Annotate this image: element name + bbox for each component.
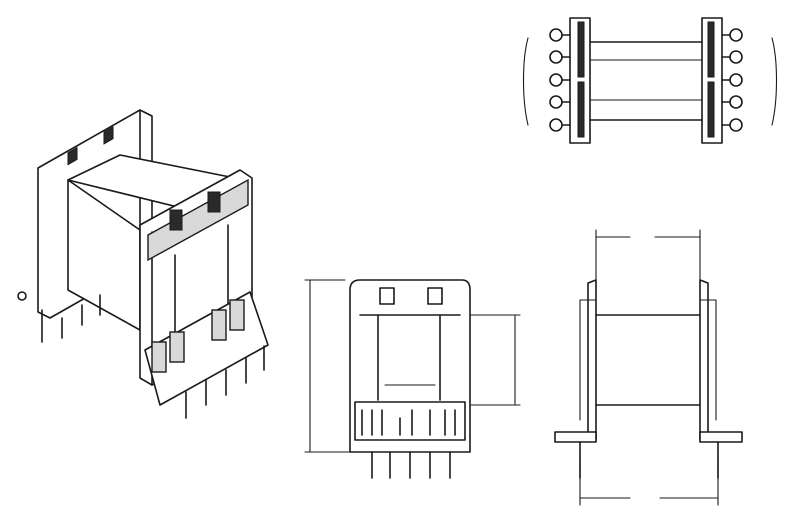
top-view-brackets [522, 37, 778, 126]
front-view-slot-right [427, 287, 443, 305]
side-view-right-flange [699, 279, 709, 441]
top-view [522, 17, 778, 144]
side-view-left-flange [587, 279, 597, 441]
front-view-pin-blocks [361, 409, 456, 436]
back-flange-slot-right [103, 125, 114, 145]
front-view-window-dimension [469, 314, 521, 406]
side-view-right-base [699, 431, 743, 443]
back-flange-slot-left [67, 146, 78, 166]
front-view [304, 279, 521, 479]
side-view-pins [579, 441, 719, 479]
top-view-right-rail-2 [707, 81, 715, 138]
pin-block-1 [151, 341, 167, 373]
side-view [554, 229, 743, 506]
front-view-window [359, 314, 461, 401]
top-view-right-pins [721, 28, 743, 132]
front-view-pins [371, 451, 451, 479]
top-view-left-rail-2 [577, 81, 585, 138]
pin-block-4 [229, 299, 245, 331]
front-flange-slot-left [169, 209, 183, 231]
top-view-left-pins [549, 28, 571, 132]
side-view-left-base [554, 431, 597, 443]
top-view-core [589, 41, 703, 121]
front-view-pin-base [354, 401, 466, 441]
front-flange-slot-right [207, 191, 221, 213]
side-view-body-lines [579, 299, 717, 421]
front-view-slot-left [379, 287, 395, 305]
top-view-core-inner [589, 59, 703, 101]
back-pins [41, 294, 101, 343]
pin-block-2 [169, 331, 185, 363]
side-view-top-dimension [595, 229, 701, 291]
pin-block-3 [211, 309, 227, 341]
top-view-left-rail-1 [577, 21, 585, 78]
front-view-height-dimension [304, 279, 351, 453]
isometric-view [17, 109, 269, 419]
top-view-right-rail-1 [707, 21, 715, 78]
front-pins [185, 345, 265, 419]
back-terminal-hook [17, 291, 27, 301]
side-view-core [595, 314, 701, 406]
side-view-bottom-dimension [579, 459, 719, 506]
